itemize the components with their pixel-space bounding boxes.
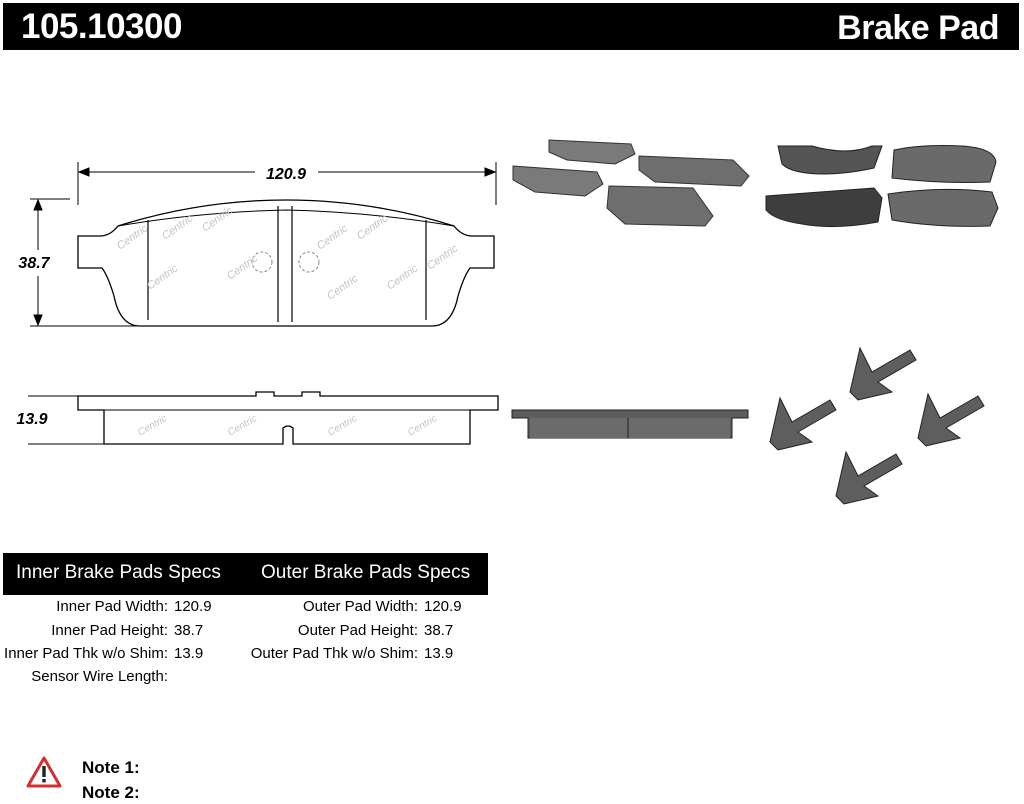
product-type: Brake Pad	[837, 9, 999, 47]
outer-width-label: Outer Pad Width:	[302, 598, 418, 615]
thickness-dim-label: 13.9	[16, 411, 47, 428]
pad-set-photo-flat	[765, 145, 999, 228]
width-dimension	[77, 162, 497, 205]
height-dimension	[30, 198, 140, 327]
thickness-dimension	[28, 395, 104, 445]
abutment-right	[298, 251, 320, 273]
pad-outline	[77, 199, 495, 327]
inner-height-label: Inner Pad Height:	[51, 622, 168, 639]
friction-left	[147, 206, 279, 322]
outer-thk-label: Outer Pad Thk w/o Shim:	[250, 645, 418, 662]
note-1-label: Note 1:	[82, 758, 140, 777]
inner-thk-label: Inner Pad Thk w/o Shim:	[4, 645, 168, 662]
outer-thk-value: 13.9	[424, 645, 454, 662]
outer-height-label: Outer Pad Height:	[297, 622, 418, 639]
friction-top-edge	[117, 209, 455, 227]
sensor-wire-label: Sensor Wire Length:	[31, 668, 168, 685]
abutment-left	[251, 251, 273, 273]
inner-height-value: 38.7	[174, 622, 204, 639]
friction-right	[291, 206, 427, 322]
width-dim-label: 120.9	[266, 166, 306, 183]
outer-specs-title: Outer Brake Pads Specs	[261, 562, 471, 583]
warning-icon	[26, 756, 62, 788]
specs-header-bar: Inner Brake Pads Specs Outer Brake Pads …	[3, 553, 488, 595]
inner-width-value: 120.9	[174, 598, 212, 615]
note-2-label: Note 2:	[82, 783, 140, 802]
height-dim-label: 38.7	[18, 255, 50, 272]
hardware-clips-photo	[769, 346, 985, 505]
pad-face-drawing: 120.9 38.7 Centric Centric Centric Centr…	[16, 162, 499, 445]
outer-width-value: 120.9	[424, 598, 462, 615]
inner-width-label: Inner Pad Width:	[56, 598, 168, 615]
part-number: 105.10300	[21, 7, 182, 46]
header-bar: 105.10300 Brake Pad	[3, 3, 1019, 50]
inner-thk-value: 13.9	[174, 645, 204, 662]
inner-specs-title: Inner Brake Pads Specs	[16, 562, 221, 583]
outer-height-value: 38.7	[424, 622, 454, 639]
pad-side-photo	[511, 409, 749, 439]
side-view-outline	[77, 391, 499, 445]
pad-set-photo-angled	[512, 139, 750, 227]
